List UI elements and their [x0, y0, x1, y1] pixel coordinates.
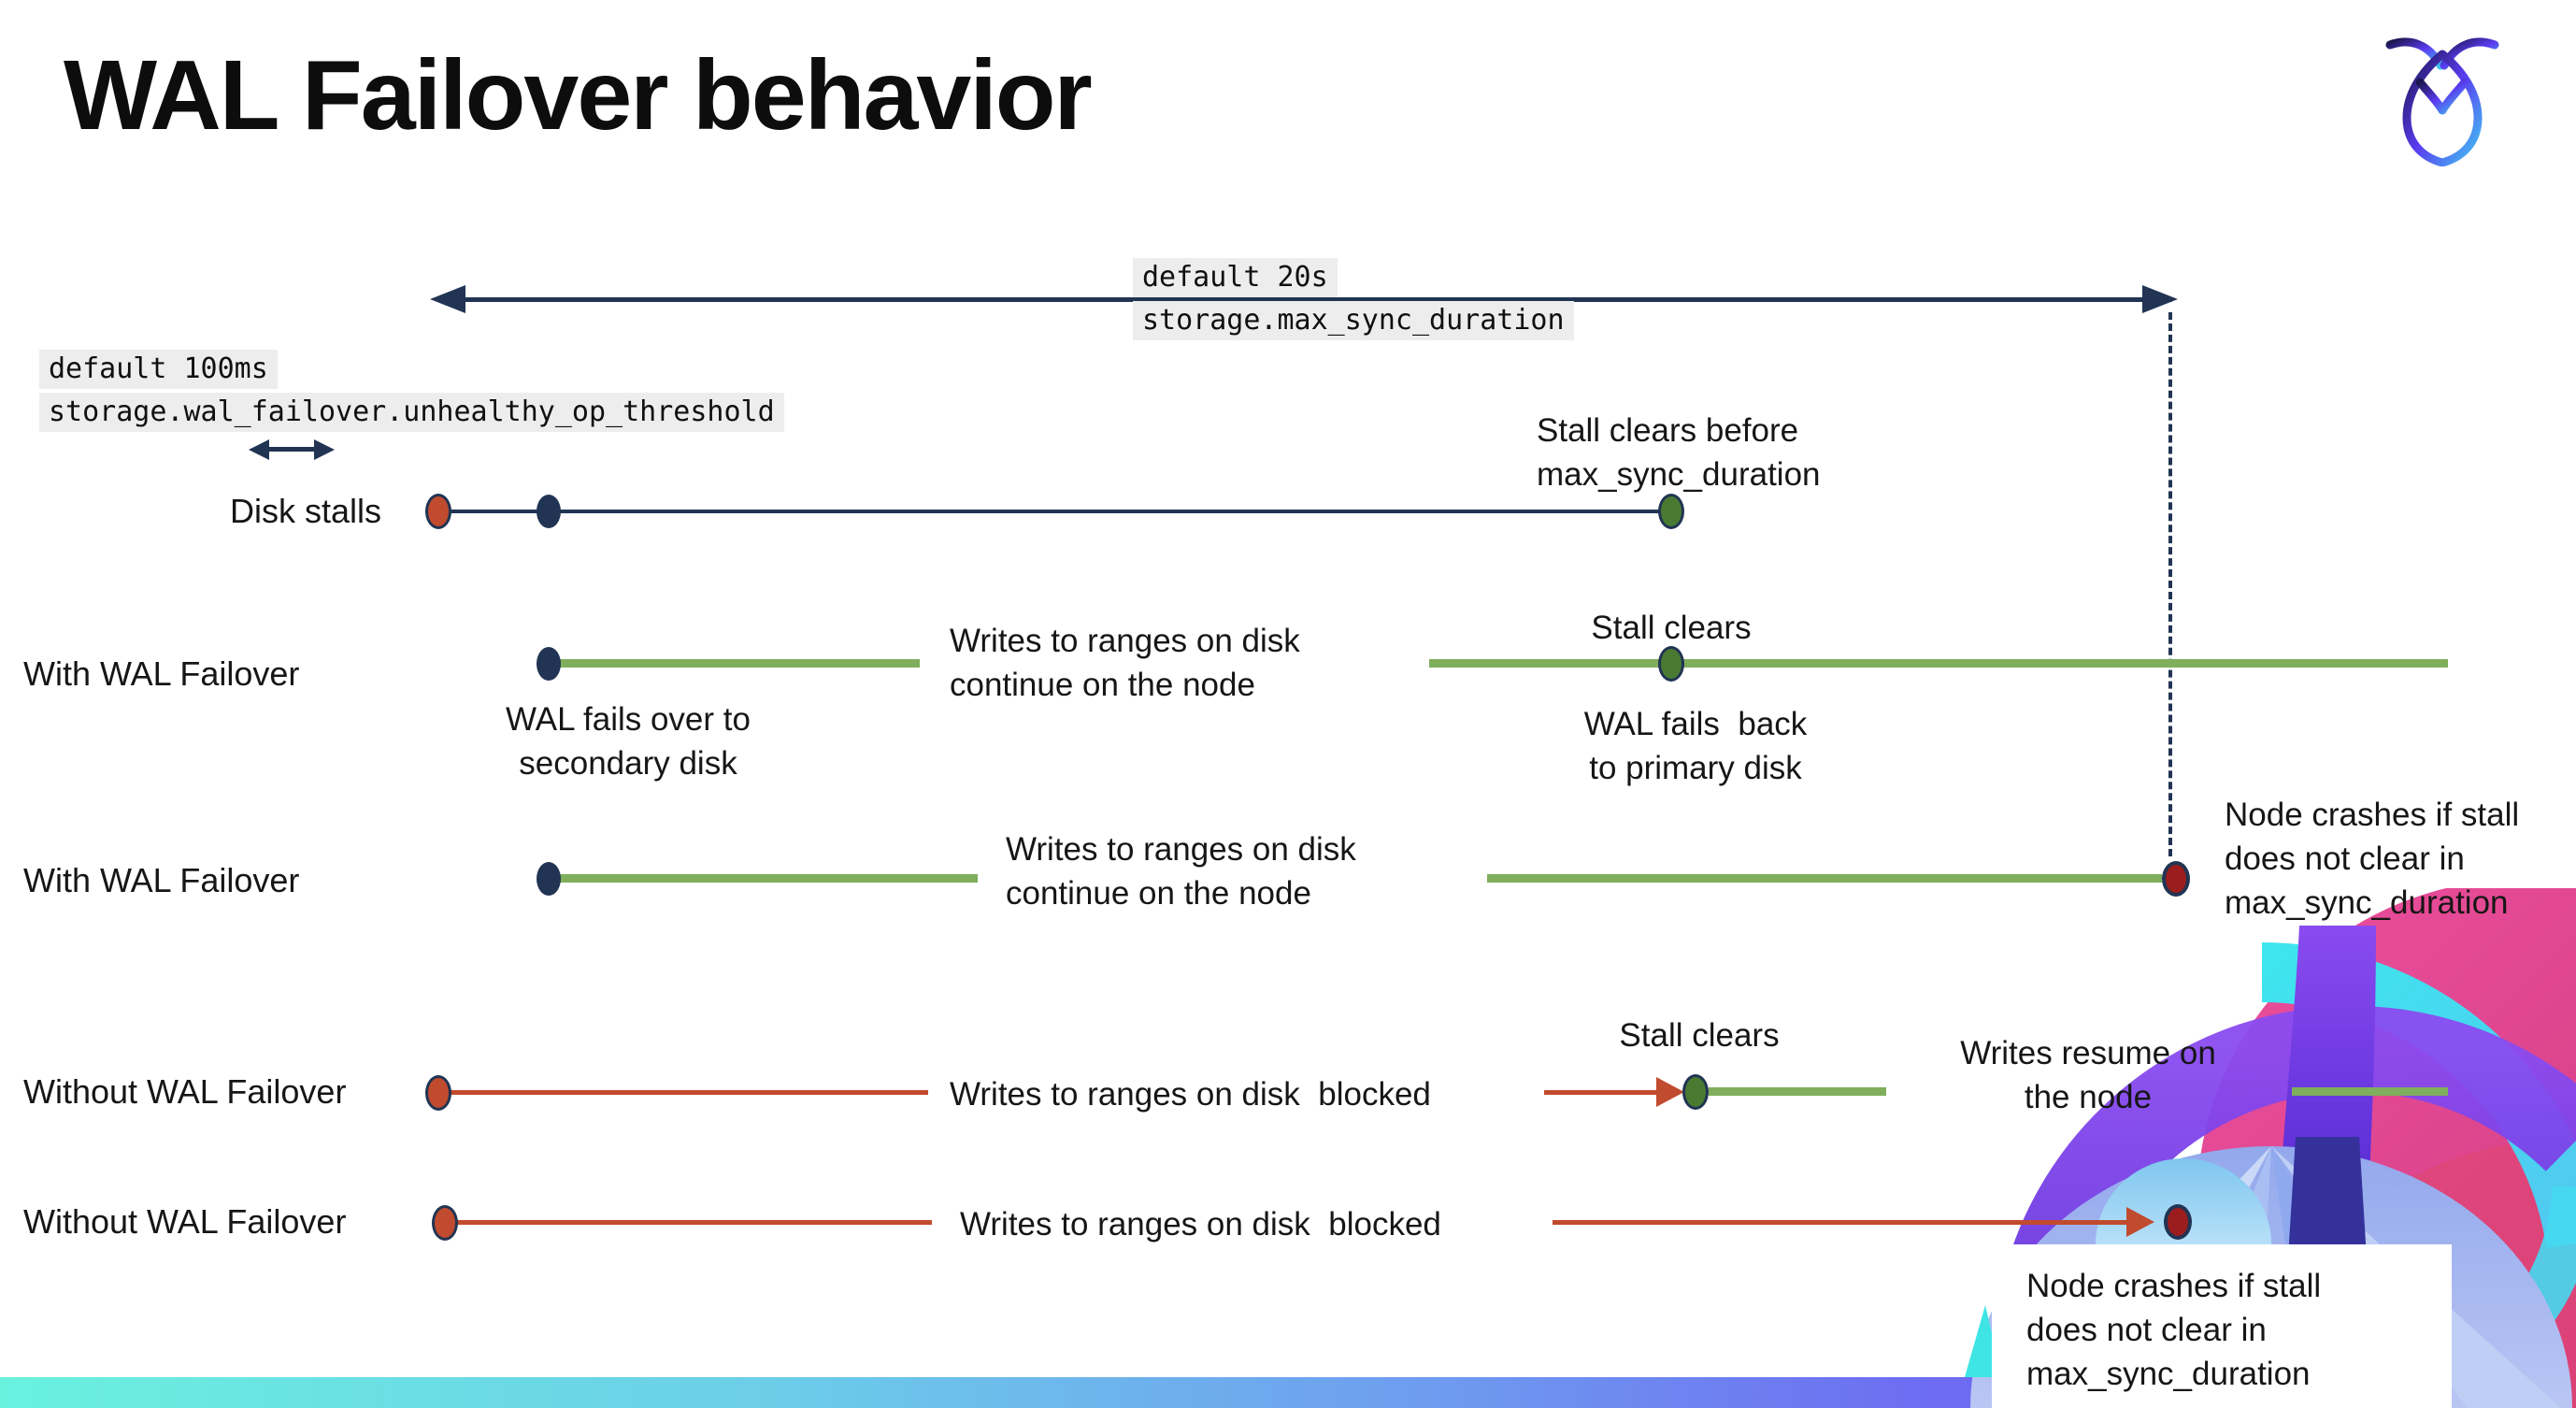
art-purple-band	[2281, 926, 2376, 1178]
writes-blocked-arrow-line	[1553, 1220, 2126, 1225]
stall-start-dot	[432, 1205, 458, 1241]
stall-clear-dot	[1658, 494, 1684, 529]
threshold-dot	[537, 495, 561, 528]
setting-name-label: storage.wal_failover.unhealthy_op_thresh…	[39, 393, 784, 432]
writes-continue-line	[553, 874, 978, 883]
writes-blocked-line	[451, 1090, 928, 1095]
row-label-disk-stalls: Disk stalls	[230, 492, 382, 530]
node-crash-dot	[2162, 861, 2190, 897]
annotation-node-crashes-2: Node crashes if stall does not clear in …	[2026, 1268, 2322, 1392]
stall-clear-dot	[1682, 1074, 1709, 1110]
row-label-with-wal-failover-2: With WAL Failover	[23, 861, 300, 899]
unhealthy-op-threshold-callout: default 100ms storage.wal_failover.unhea…	[39, 350, 784, 432]
writes-resume-line	[2292, 1087, 2448, 1096]
max-sync-duration-span-line	[443, 297, 2172, 302]
annotation-stall-clears-mid: Stall clears	[1591, 610, 1752, 646]
annotation-wal-fails-over: WAL fails over to secondary disk	[506, 701, 751, 782]
page-title: WAL Failover behavior	[64, 40, 1093, 151]
writes-blocked-arrow-line	[1544, 1090, 1656, 1095]
max-sync-deadline-dashed-line	[2168, 312, 2172, 856]
default-value-label: default 100ms	[39, 350, 278, 389]
arrowhead-right-icon	[2142, 285, 2178, 313]
writes-continue-line	[553, 659, 920, 668]
annotation-writes-resume: Writes resume on the node	[1960, 1035, 2216, 1115]
red-arrowhead-icon	[1656, 1077, 1684, 1107]
node-crash-dot	[2164, 1204, 2192, 1240]
cockroachdb-logo-icon	[2385, 37, 2499, 166]
annotation-writes-blocked-1: Writes to ranges on disk blocked	[950, 1076, 1431, 1113]
annotation-writes-continue-2: Writes to ranges on disk continue on the…	[1006, 831, 1356, 912]
threshold-span-line	[265, 447, 314, 452]
stall-clear-dot	[1658, 646, 1684, 682]
annotation-writes-blocked-2: Writes to ranges on disk blocked	[960, 1206, 1441, 1243]
stall-start-dot	[425, 1075, 451, 1111]
arrowhead-right-icon	[314, 439, 335, 460]
red-arrowhead-icon	[2126, 1207, 2154, 1237]
disk-stall-timeline	[438, 510, 1671, 513]
writes-blocked-line	[457, 1220, 932, 1225]
annotation-stall-clears-before: Stall clears before max_sync_duration	[1537, 412, 1821, 493]
arrowhead-left-icon	[430, 285, 465, 313]
failover-dot	[537, 647, 561, 681]
writes-continue-line	[1429, 659, 2448, 668]
annotation-stall-clears-bottom: Stall clears	[1619, 1017, 1780, 1054]
stall-start-dot	[425, 494, 451, 529]
row-label-without-wal-failover-1: Without WAL Failover	[23, 1072, 347, 1111]
writes-resume-line	[1709, 1087, 1886, 1096]
annotation-node-crashes-1: Node crashes if stall does not clear in …	[2225, 797, 2520, 921]
setting-name-label: storage.max_sync_duration	[1133, 301, 1574, 340]
default-value-label: default 20s	[1133, 258, 1338, 297]
row-label-without-wal-failover-2: Without WAL Failover	[23, 1202, 347, 1241]
max-sync-duration-callout: default 20s storage.max_sync_duration	[1133, 258, 1574, 340]
annotation-wal-fails-back: WAL fails back to primary disk	[1583, 706, 1808, 786]
writes-continue-line	[1487, 874, 2162, 883]
caption-box	[1992, 1244, 2452, 1408]
annotation-writes-continue-1: Writes to ranges on disk continue on the…	[950, 623, 1300, 703]
arrowhead-left-icon	[249, 439, 269, 460]
logo-body	[2402, 50, 2483, 166]
failover-dot	[537, 862, 561, 896]
row-label-with-wal-failover-1: With WAL Failover	[23, 654, 300, 693]
